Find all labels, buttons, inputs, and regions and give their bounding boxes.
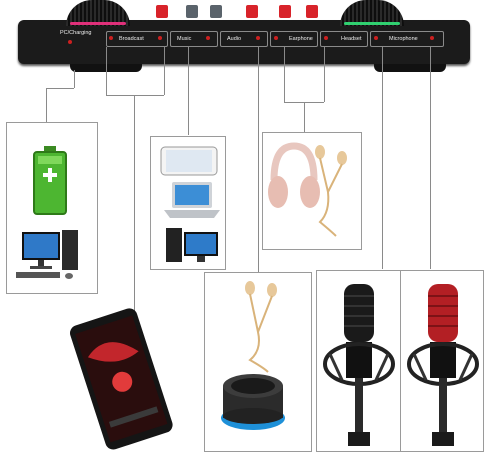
port-label-headset: Headset	[341, 36, 362, 42]
fader-red-3[interactable]	[279, 5, 291, 18]
port-label-pc-charging: PC/Charging	[60, 30, 92, 36]
fader-red-1[interactable]	[156, 5, 168, 18]
port-label-earphone: Earphone	[289, 36, 313, 42]
microphone-black	[323, 284, 395, 446]
desktop-computer	[16, 230, 78, 279]
fader-gray-1[interactable]	[186, 5, 198, 18]
battery-charging-icon	[33, 146, 67, 215]
earphones-gold	[315, 145, 347, 237]
left-knob[interactable]	[66, 0, 130, 26]
pc-tower-monitor	[166, 228, 218, 262]
sound-card-device	[18, 20, 470, 64]
port-box-microphone: Microphone	[370, 31, 444, 47]
smartphone-rog	[70, 308, 173, 450]
headphones-rose-gold	[268, 142, 320, 208]
fader-red-4[interactable]	[306, 5, 318, 18]
port-box-headset: Headset	[320, 31, 368, 47]
port-jack-audio[interactable]	[256, 36, 260, 40]
port-jack-broadcast-1[interactable]	[109, 36, 113, 40]
port-jack-mic-1[interactable]	[374, 36, 378, 40]
port-label-microphone: Microphone	[389, 36, 418, 42]
bluetooth-speaker	[221, 374, 285, 430]
connector-line	[46, 88, 47, 122]
port-jack-pc[interactable]	[68, 40, 72, 44]
port-label-broadcast: Broadcast	[119, 36, 144, 42]
connector-line	[258, 47, 259, 273]
connector-line	[106, 95, 164, 96]
connector-line	[134, 95, 135, 311]
laptop	[164, 182, 220, 218]
port-label-audio: Audio	[227, 36, 242, 42]
connector-line	[74, 70, 75, 88]
right-knob-glow	[344, 22, 400, 25]
port-box-music: Music	[170, 31, 218, 47]
connector-line	[106, 47, 107, 95]
connector-line	[304, 102, 305, 132]
smartphone-white	[160, 146, 218, 176]
earphones-gold	[245, 281, 277, 373]
port-label-music: Music	[177, 36, 192, 42]
connector-line	[164, 47, 165, 95]
microphone-red	[407, 284, 479, 446]
port-jack-music[interactable]	[206, 36, 210, 40]
left-knob-glow	[70, 22, 126, 25]
connector-line	[324, 47, 325, 102]
connector-line	[188, 47, 189, 135]
port-jack-headset[interactable]	[324, 36, 328, 40]
port-jack-earphone[interactable]	[274, 36, 278, 40]
fader-red-2[interactable]	[246, 5, 258, 18]
connector-line	[46, 88, 74, 89]
port-box-audio: Audio	[220, 31, 268, 47]
connector-line	[284, 47, 285, 102]
right-knob[interactable]	[340, 0, 404, 26]
port-box-earphone: Earphone	[270, 31, 318, 47]
port-jack-mic-2[interactable]	[430, 36, 434, 40]
device-foot-right	[374, 64, 446, 72]
port-jack-broadcast-2[interactable]	[158, 36, 162, 40]
connector-line	[382, 47, 383, 269]
fader-gray-2[interactable]	[210, 5, 222, 18]
port-box-broadcast: Broadcast	[106, 31, 168, 47]
connector-line	[430, 47, 431, 269]
